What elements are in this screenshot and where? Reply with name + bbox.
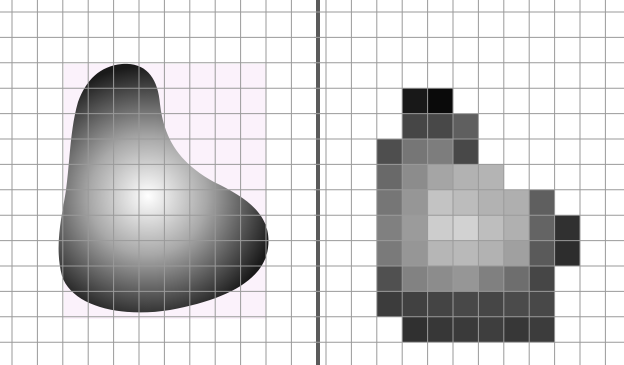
pixel-cell — [428, 266, 453, 291]
sampled-image-panel — [314, 0, 624, 365]
pixel-cell — [402, 241, 427, 266]
pixel-cell — [504, 190, 529, 215]
pixel-cell — [428, 317, 453, 342]
pixel-cell — [555, 241, 580, 266]
pixel-cell — [453, 190, 478, 215]
pixel-cell — [529, 291, 554, 316]
pixel-cell — [402, 317, 427, 342]
pixel-cell — [377, 215, 402, 240]
pixel-cell — [478, 291, 503, 316]
pixel-cell — [529, 215, 554, 240]
pixel-cell — [478, 215, 503, 240]
pixel-cell — [529, 266, 554, 291]
pixel-cell — [428, 241, 453, 266]
pixel-cell — [453, 241, 478, 266]
pixel-cell — [453, 139, 478, 164]
pixel-cell — [504, 266, 529, 291]
pixel-cell — [478, 190, 503, 215]
pixel-cell — [504, 291, 529, 316]
pixel-cell — [529, 241, 554, 266]
pixel-cell — [478, 164, 503, 189]
pixel-cell — [402, 164, 427, 189]
pixel-cell — [402, 291, 427, 316]
pixel-cell — [478, 241, 503, 266]
pixel-cell — [504, 241, 529, 266]
pixel-cell — [428, 114, 453, 139]
pixel-cell — [478, 317, 503, 342]
pixel-cell — [377, 241, 402, 266]
pixel-cell — [453, 291, 478, 316]
pixel-cell — [402, 215, 427, 240]
pixel-cell — [453, 164, 478, 189]
pixel-cell — [504, 215, 529, 240]
pixel-cell — [529, 317, 554, 342]
pixel-cell — [428, 139, 453, 164]
pixel-cell — [402, 114, 427, 139]
panel-divider — [316, 0, 320, 365]
continuous-image-panel — [0, 0, 316, 365]
pixel-cell — [377, 190, 402, 215]
pixel-cell — [428, 215, 453, 240]
pixel-cell — [428, 190, 453, 215]
pixel-cell — [504, 317, 529, 342]
pixel-cell — [478, 266, 503, 291]
pixel-cell — [402, 190, 427, 215]
pixel-cell — [555, 215, 580, 240]
pixel-cell — [453, 114, 478, 139]
pixel-cell — [428, 291, 453, 316]
pixel-cell — [402, 266, 427, 291]
pixel-cell — [377, 266, 402, 291]
pixel-cell — [453, 215, 478, 240]
pixel-cell — [453, 317, 478, 342]
pixel-cell — [377, 164, 402, 189]
pixel-cell — [402, 139, 427, 164]
pixel-cell — [529, 190, 554, 215]
pixel-cell — [402, 88, 427, 113]
pixel-cell — [377, 139, 402, 164]
pixel-cell — [428, 88, 453, 113]
pixel-cell — [428, 164, 453, 189]
pixel-cell — [453, 266, 478, 291]
pixel-cell — [377, 291, 402, 316]
